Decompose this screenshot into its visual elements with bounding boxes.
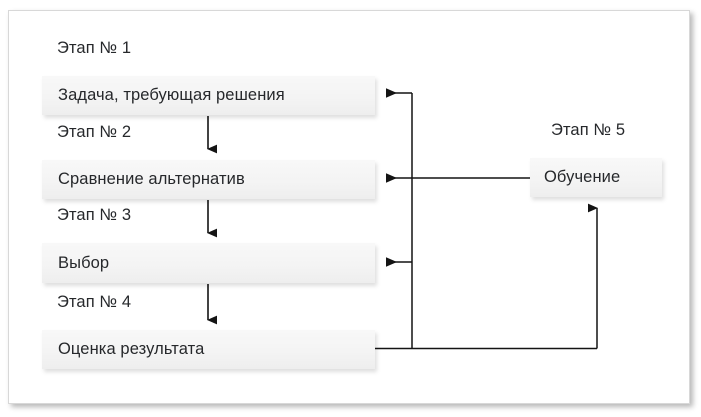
stage-caption-3: Этап № 3	[57, 206, 132, 224]
process-box-label: Обучение	[544, 168, 621, 186]
process-box-label: Оценка результата	[58, 340, 205, 358]
stage-caption-2: Этап № 2	[57, 123, 132, 141]
process-box-problem[interactable]: Задача, требующая решения	[42, 76, 375, 115]
process-box-label: Выбор	[58, 253, 110, 272]
stage-caption-4: Этап № 4	[57, 293, 132, 311]
process-box-learning[interactable]: Обучение	[530, 158, 662, 197]
stage-caption-5: Этап № 5	[551, 121, 626, 139]
process-box-compare-alternatives[interactable]: Сравнение альтернатив	[42, 160, 375, 199]
process-box-result-evaluation[interactable]: Оценка результата	[42, 330, 375, 369]
stage-caption-1: Этап № 1	[57, 39, 132, 57]
process-box-choice[interactable]: Выбор	[42, 243, 375, 283]
process-box-label: Сравнение альтернатив	[58, 170, 245, 188]
process-box-label: Задача, требующая решения	[58, 86, 285, 104]
